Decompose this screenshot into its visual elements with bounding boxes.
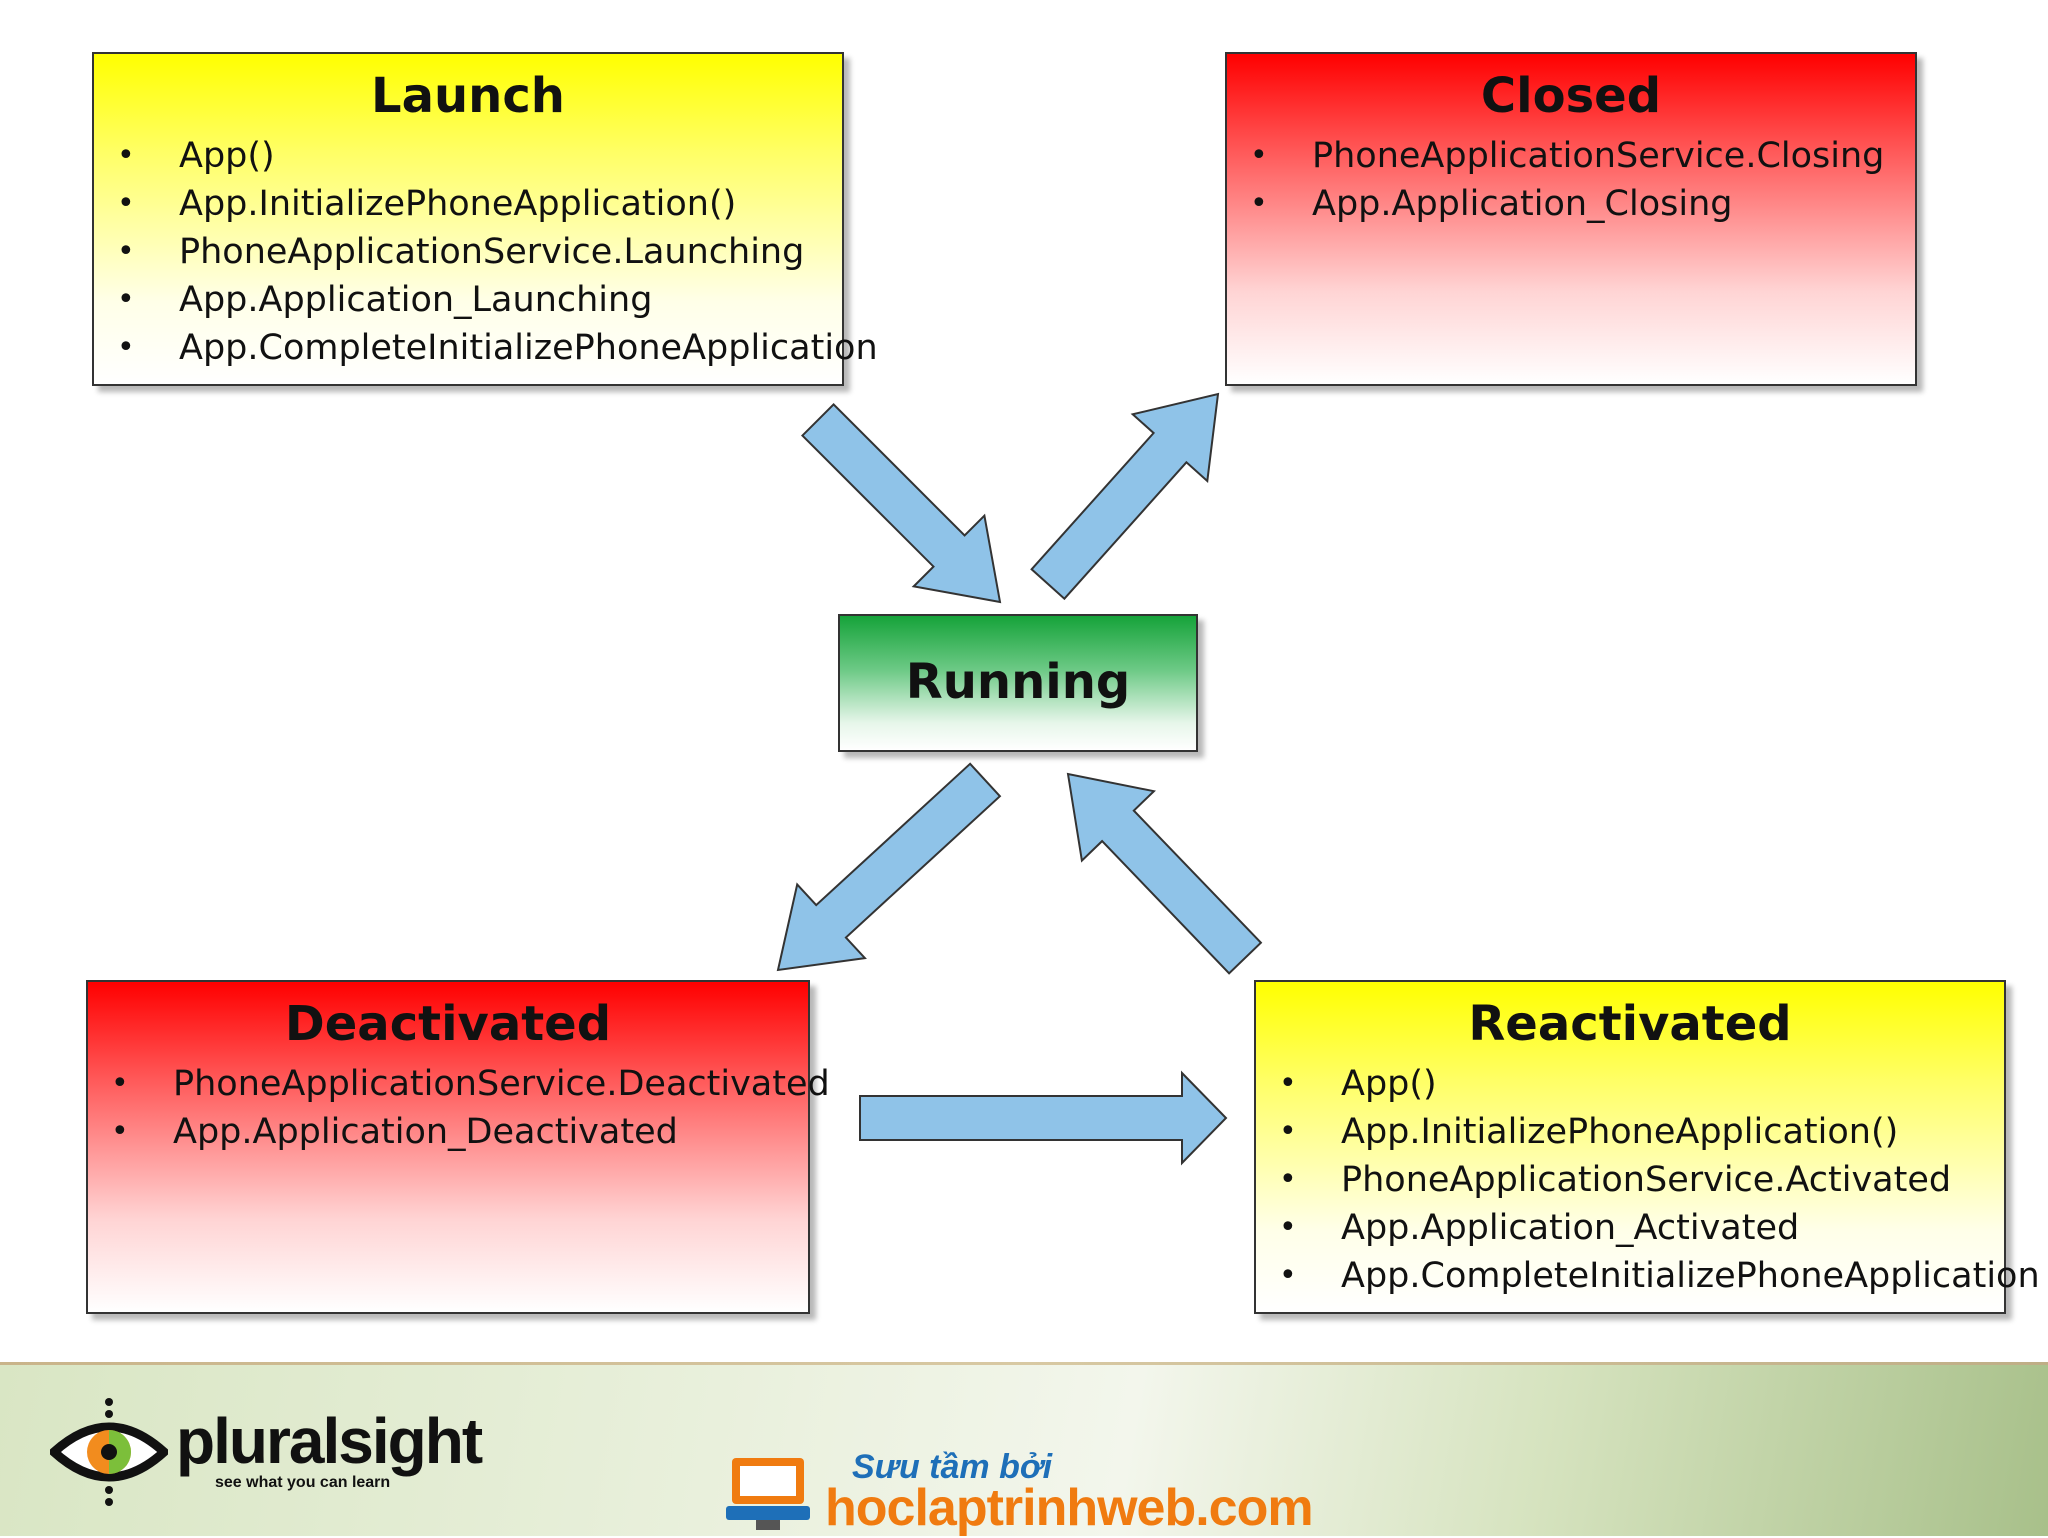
deactivated-event-list: •PhoneApplicationService.Deactivated •Ap…	[111, 1060, 830, 1156]
eye-icon	[50, 1398, 168, 1506]
list-item: •App.InitializePhoneApplication()	[1279, 1112, 1899, 1152]
list-item: •App.Application_Launching	[117, 280, 653, 320]
arrow-running-to-closed	[1030, 392, 1220, 601]
list-item: •App.CompleteInitializePhoneApplication	[1279, 1256, 2040, 1296]
pluralsight-wordmark: pluralsight	[176, 1405, 483, 1477]
list-item: •PhoneApplicationService.Launching	[117, 232, 805, 272]
list-item: •App.InitializePhoneApplication()	[117, 184, 737, 224]
running-title: Running	[905, 654, 1131, 710]
source-site: hoclaptrinhweb.com	[825, 1479, 1314, 1537]
source-caption: Sưu tầm bởi	[852, 1448, 1053, 1486]
footer-divider	[0, 1362, 2048, 1365]
launch-event-list: •App() •App.InitializePhoneApplication()…	[117, 132, 878, 372]
deactivated-title: Deactivated	[284, 996, 612, 1052]
deactivated-state-box: Deactivated •PhoneApplicationService.Dea…	[86, 980, 830, 1314]
list-item: •PhoneApplicationService.Closing	[1250, 136, 1885, 176]
list-item: •App.Application_Activated	[1279, 1208, 1800, 1248]
running-state-box: Running	[838, 614, 1198, 752]
list-item: •App.Application_Deactivated	[111, 1112, 678, 1152]
reactivated-title: Reactivated	[1468, 996, 1792, 1052]
arrow-deactivated-to-reactivated	[859, 1070, 1228, 1166]
list-item: •App()	[117, 136, 275, 176]
monitor-icon	[726, 1458, 810, 1530]
footer-bar	[0, 1362, 2048, 1536]
list-item: •App.Application_Closing	[1250, 184, 1733, 224]
arrow-launch-to-running	[800, 402, 1002, 604]
list-item: •App()	[1279, 1064, 1437, 1104]
closed-event-list: •PhoneApplicationService.Closing •App.Ap…	[1250, 132, 1885, 228]
pluralsight-tagline: see what you can learn	[215, 1474, 391, 1491]
launch-state-box: Launch •App() •App.InitializePhoneApplic…	[92, 52, 878, 386]
list-item: •PhoneApplicationService.Activated	[1279, 1160, 1952, 1200]
reactivated-event-list: •App() •App.InitializePhoneApplication()…	[1279, 1060, 2040, 1300]
closed-state-box: Closed •PhoneApplicationService.Closing …	[1225, 52, 1917, 386]
arrow-reactivated-to-running	[1066, 772, 1263, 975]
launch-title: Launch	[371, 68, 565, 124]
list-item: •PhoneApplicationService.Deactivated	[111, 1064, 830, 1104]
reactivated-state-box: Reactivated •App() •App.InitializePhoneA…	[1254, 980, 2040, 1314]
list-item: •App.CompleteInitializePhoneApplication	[117, 328, 878, 368]
arrow-running-to-deactivated	[776, 762, 1002, 972]
closed-title: Closed	[1480, 68, 1662, 124]
